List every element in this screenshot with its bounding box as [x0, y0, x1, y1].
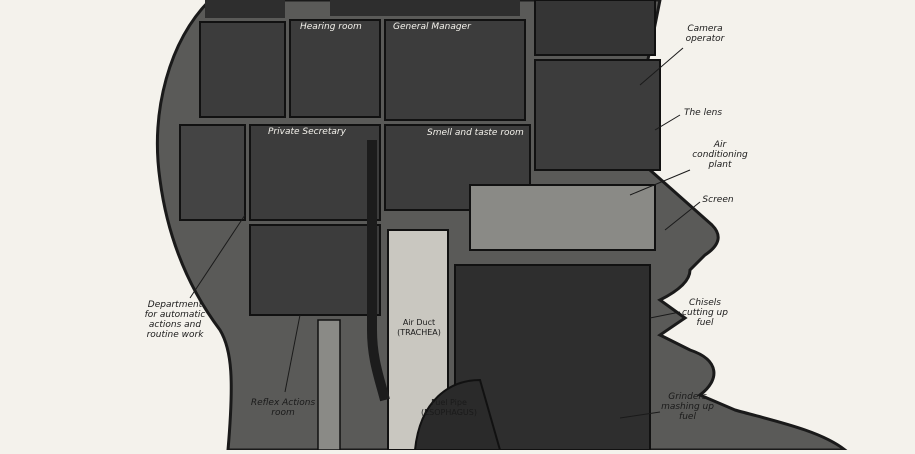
general-manager-label: General Manager — [393, 22, 471, 32]
leader-lens — [654, 114, 681, 131]
pipe-stand — [317, 319, 341, 451]
room-top-left — [205, 0, 285, 18]
leader-chisels — [649, 311, 681, 319]
fuel-pipe — [413, 378, 502, 451]
room-top-right — [534, 0, 656, 56]
leader-camera — [639, 47, 684, 86]
leader-grinders — [619, 411, 661, 419]
grinders-label: Grinders mashing up fuel — [661, 392, 714, 422]
reflex-actions-label: Reflex Actions room — [250, 398, 316, 418]
smell-taste-room-label: Smell and taste room — [427, 128, 524, 138]
air-conditioning-plant — [469, 184, 656, 251]
room-private-secretary — [249, 124, 381, 221]
chisels-label: Chisels cutting up fuel — [682, 298, 728, 328]
leader-screen — [664, 201, 701, 231]
room-records — [199, 21, 286, 118]
hearing-room-label: Hearing room — [300, 22, 362, 32]
room-top-mid — [330, 0, 520, 16]
hose-pipe — [367, 140, 390, 402]
leader-reflex — [284, 314, 301, 393]
room-camera — [534, 59, 661, 171]
air-duct-label: Air Duct (TRACHEA) — [397, 318, 441, 337]
leader-aircon — [629, 169, 691, 196]
room-general-manager — [384, 19, 526, 121]
screen-label: Screen — [702, 195, 734, 205]
room-reflex — [249, 224, 381, 316]
the-lens-label: The lens — [683, 108, 723, 118]
fuel-pipe-label: Fuel Pipe (ESOPHAGUS) — [421, 398, 477, 417]
camera-operator-label: Camera operator — [685, 24, 725, 44]
department-label: Department for automatic actions and rou… — [144, 300, 206, 340]
room-hearing — [289, 19, 381, 118]
room-machinery-left — [179, 124, 246, 221]
air-conditioning-label: Air conditioning plant — [692, 140, 748, 170]
private-secretary-label: Private Secretary — [268, 127, 346, 137]
leader-department — [189, 214, 246, 299]
